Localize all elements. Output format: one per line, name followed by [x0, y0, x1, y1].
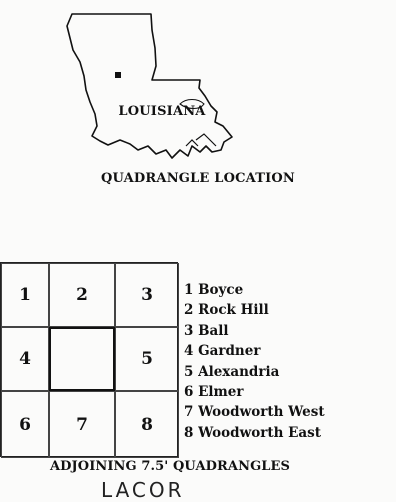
grid-cell-3: 3 — [115, 263, 179, 327]
cut-off-text: LACOR — [101, 478, 185, 502]
state-name-label: LOUISIANA — [118, 104, 206, 119]
grid-cell-1: 1 — [1, 263, 49, 327]
mississippi-delta — [185, 133, 217, 147]
lake-pontchartrain — [179, 98, 205, 110]
grid-cell-8: 8 — [115, 391, 179, 458]
grid-cell-7: 7 — [49, 391, 115, 458]
legend-item: 5 Alexandria — [184, 363, 280, 380]
location-marker-icon — [115, 72, 121, 78]
grid-cell-2: 2 — [49, 263, 115, 327]
louisiana-state-map — [66, 13, 233, 159]
adjoining-quadrangles-grid: 1 2 3 4 5 6 7 8 — [0, 262, 179, 458]
legend-item: 8 Woodworth East — [184, 424, 321, 441]
legend-item: 7 Woodworth West — [184, 404, 325, 421]
legend-item: 6 Elmer — [184, 384, 244, 401]
grid-cell-5: 5 — [115, 327, 179, 391]
legend-item: 1 Boyce — [184, 282, 244, 298]
quadrangle-location-caption: QUADRANGLE LOCATION — [100, 171, 296, 186]
quadrangle-legend: 1 Boyce 2 Rock Hill 3 Ball 4 Gardner 5 A… — [184, 280, 325, 443]
adjoining-quadrangles-caption: ADJOINING 7.5' QUADRANGLES — [49, 459, 291, 474]
grid-cell-current-quadrangle — [49, 327, 115, 391]
legend-item: 2 Rock Hill — [184, 302, 269, 319]
legend-item: 3 Ball — [184, 322, 229, 339]
grid-cell-4: 4 — [1, 327, 49, 391]
grid-cell-6: 6 — [1, 391, 49, 458]
legend-item: 4 Gardner — [184, 343, 261, 360]
louisiana-outline — [66, 13, 233, 159]
